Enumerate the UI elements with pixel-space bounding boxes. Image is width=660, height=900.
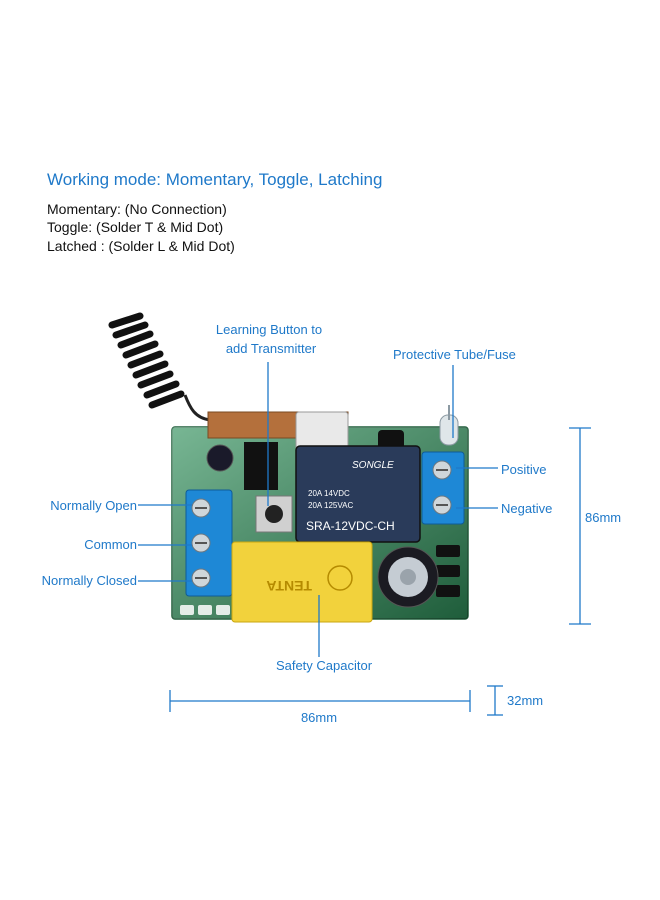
small-capacitor bbox=[206, 444, 234, 472]
working-mode-heading: Working mode: Momentary, Toggle, Latchin… bbox=[47, 170, 383, 189]
antenna-coil bbox=[108, 312, 211, 422]
right-terminal-block bbox=[421, 451, 465, 525]
relay-model: SRA-12VDC-CH bbox=[306, 519, 395, 533]
diodes bbox=[436, 545, 460, 597]
electrolytic-capacitor bbox=[377, 546, 439, 608]
learning-button bbox=[255, 495, 293, 533]
label-normally-open: Normally Open bbox=[50, 498, 137, 513]
height-label: 86mm bbox=[585, 510, 621, 525]
relay-rating-2: 20A 125VAC bbox=[308, 501, 353, 510]
mode-momentary: Momentary: (No Connection) bbox=[47, 201, 227, 217]
relay-brand: SONGLE bbox=[352, 460, 394, 471]
label-safety-capacitor: Safety Capacitor bbox=[276, 658, 373, 673]
pcb-pads bbox=[180, 605, 230, 615]
thickness-dimension bbox=[487, 685, 503, 716]
fuse-tube bbox=[439, 405, 459, 446]
label-negative: Negative bbox=[501, 501, 552, 516]
mode-toggle: Toggle: (Solder T & Mid Dot) bbox=[47, 219, 224, 235]
width-dimension bbox=[169, 690, 471, 712]
label-fuse: Protective Tube/Fuse bbox=[393, 347, 516, 362]
label-common: Common bbox=[84, 537, 137, 552]
left-terminal-block bbox=[185, 489, 233, 597]
label-positive: Positive bbox=[501, 462, 547, 477]
relay: SONGLE 20A 14VDC 20A 125VAC SRA-12VDC-CH bbox=[295, 445, 421, 543]
ic-chip bbox=[244, 442, 278, 490]
height-dimension bbox=[569, 427, 591, 625]
label-learning-button-2: add Transmitter bbox=[226, 341, 317, 356]
safety-capacitor-brand: TENTA bbox=[266, 578, 312, 594]
thickness-label: 32mm bbox=[507, 693, 543, 708]
label-learning-button-1: Learning Button to bbox=[216, 322, 322, 337]
label-normally-closed: Normally Closed bbox=[42, 573, 137, 588]
safety-capacitor: TENTA bbox=[231, 541, 373, 623]
width-label: 86mm bbox=[301, 710, 337, 725]
mode-latched: Latched : (Solder L & Mid Dot) bbox=[47, 238, 235, 254]
relay-rating-1: 20A 14VDC bbox=[308, 489, 350, 498]
